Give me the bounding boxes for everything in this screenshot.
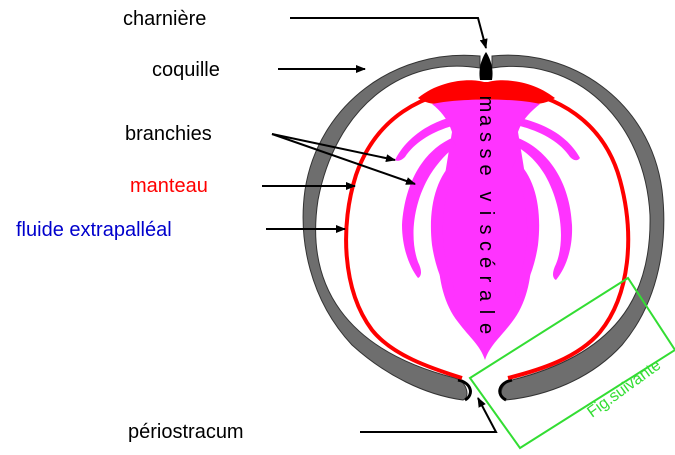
- masse-viscerale-letter: r: [475, 276, 497, 283]
- masse-viscerale-letter: e: [475, 323, 497, 334]
- label-charniere: charnière: [123, 8, 206, 30]
- masse-viscerale-letter: s: [475, 225, 497, 235]
- masse-viscerale-letter: a: [475, 115, 497, 127]
- masse-viscerale-letter: e: [475, 164, 497, 175]
- masse-viscerale-letter: v: [475, 192, 497, 202]
- label-periostracum: périostracum: [128, 421, 244, 443]
- label-manteau: manteau: [130, 175, 208, 197]
- masse-viscerale-letter: m: [475, 96, 497, 113]
- masse-viscerale-letter: l: [475, 310, 497, 314]
- label-fluide-extrapalleal: fluide extrapalléal: [16, 219, 172, 241]
- masse-viscerale-letter: c: [475, 241, 497, 251]
- masse-viscerale-letter: é: [475, 257, 497, 268]
- arrow-charniere: [290, 18, 486, 48]
- masse-viscerale-letter: s: [475, 132, 497, 142]
- masse-viscerale-letter: s: [475, 149, 497, 159]
- arrow-periostracum: [360, 398, 496, 432]
- masse-viscerale-letter: a: [475, 290, 497, 302]
- hinge: [479, 52, 492, 80]
- label-branchies: branchies: [125, 123, 212, 145]
- masse-viscerale-letter: i: [475, 211, 497, 215]
- label-coquille: coquille: [152, 59, 220, 81]
